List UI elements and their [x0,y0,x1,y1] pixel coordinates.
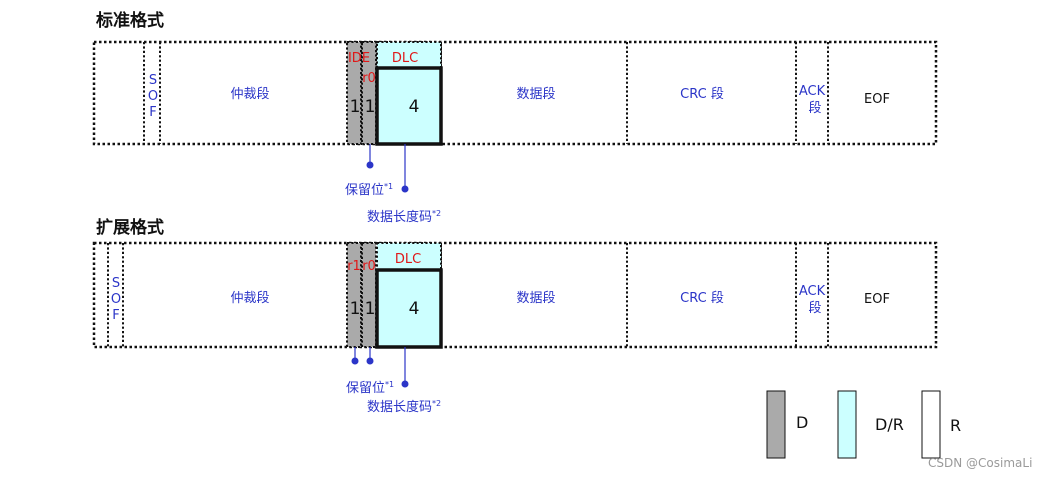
sof-letter: S [149,73,157,88]
reserved-bit-note: 保留位*1 [346,380,394,396]
legend-label-r: R [950,416,961,435]
dlc-value-border [375,268,443,349]
extended-format-title: 扩展格式 [96,217,164,238]
r0-bit-cell [361,41,377,145]
dlc-dot [401,380,409,388]
watermark: CSDN @CosimaLi [928,456,1032,470]
sof-letter: S [112,276,120,291]
ack-segment-label: ACK [799,284,826,299]
r0-label: r0 [362,259,376,274]
legend-label-dr: D/R [875,415,904,434]
r0-bit-value: 1 [365,299,376,319]
reserved-bit-dot [366,161,374,169]
dlc-header-cell [376,242,442,271]
r0-bit-value: 1 [365,97,376,117]
reserved-bit-dot [351,357,359,365]
dlc-value: 4 [409,299,420,319]
ack-segment-label: 段 [808,101,821,116]
sof-letter: F [112,308,119,323]
r1-bit-cell [346,242,362,348]
dlc-value: 4 [409,97,420,117]
ack-segment-label: 段 [808,301,821,316]
reserved-bit-note: 保留位*1 [345,182,393,198]
arbitration-segment-label: 仲裁段 [230,290,269,306]
extended-frame-outline [92,241,938,349]
dlc-value-cell [377,68,441,144]
dlc-note: 数据长度码*2 [367,209,441,225]
ide-label: IDE [348,51,370,66]
dlc-note: 数据长度码*2 [367,399,441,415]
r1-bit-value: 1 [350,299,361,319]
standard-format-title: 标准格式 [96,10,164,31]
crc-segment-label: CRC 段 [680,291,724,306]
arbitration-segment-label: 仲裁段 [230,86,269,102]
standard-format-frame: 标准格式 S O F 仲裁段 IDE r0 DLC 1 1 4 数据段 CRC … [92,10,938,225]
extended-format-frame: 扩展格式 S O F 仲裁段 r1 r0 DLC 1 1 4 数据段 CRC 段… [92,217,938,415]
ide-bit-value: 1 [350,97,361,117]
dlc-label: DLC [392,51,418,66]
data-segment-label: 数据段 [516,87,555,102]
legend-swatch-d [766,390,786,459]
ide-bit-cell [346,41,362,145]
legend-swatch-r [921,390,941,459]
legend-swatch-dr [837,390,857,459]
dlc-dot [401,185,409,193]
crc-segment-label: CRC 段 [680,87,724,102]
data-segment-label: 数据段 [516,291,555,306]
legend-label-d: D [796,413,808,432]
eof-segment-label: EOF [864,92,890,107]
dlc-value-cell [377,270,441,347]
ack-segment-label: ACK [799,84,826,99]
dlc-header-cell [376,41,442,69]
dlc-value-border [375,66,443,146]
sof-letter: F [149,105,156,120]
eof-segment-label: EOF [864,292,890,307]
sof-letter: O [148,89,158,104]
legend: D D/R R [766,390,961,459]
dlc-label: DLC [395,252,421,267]
sof-letter: O [111,292,121,307]
r1-label: r1 [347,259,361,274]
r0-label: r0 [362,71,376,86]
standard-frame-outline [92,40,938,146]
reserved-bit-dot [366,357,374,365]
